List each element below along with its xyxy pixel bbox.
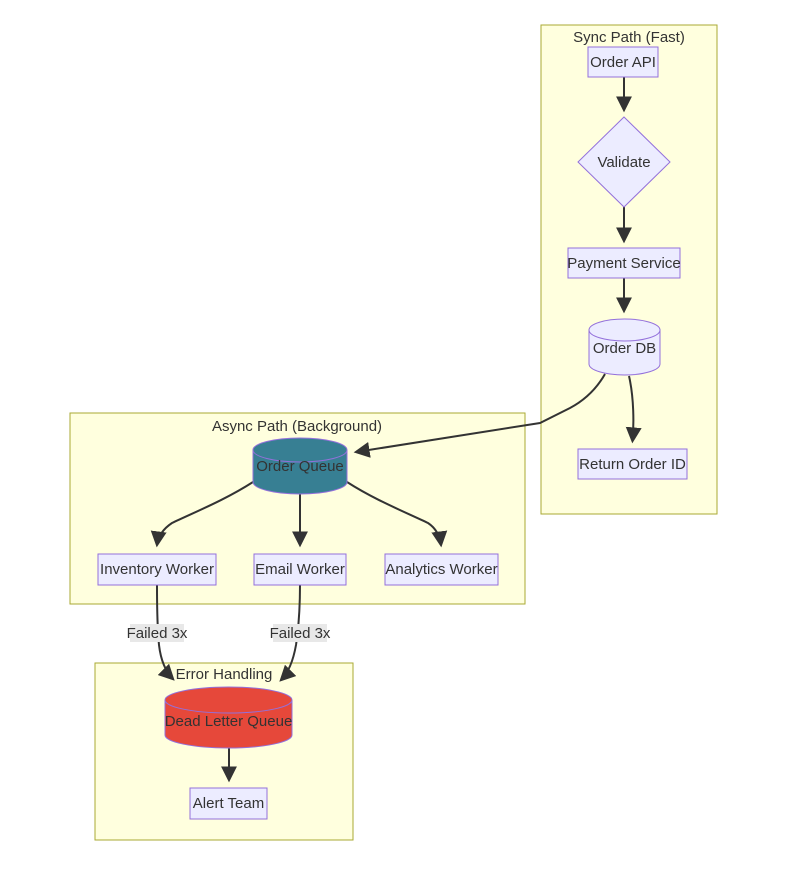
subgraph-async-path-title: Async Path (Background) [212, 418, 382, 435]
node-dead-letter-queue-shape [164, 686, 293, 749]
node-dead-letter-queue: Dead Letter Queue [164, 686, 293, 749]
node-email-worker: Email Worker [253, 553, 347, 586]
subgraph-sync-path-title: Sync Path (Fast) [573, 29, 685, 46]
subgraph-error-handling-title: Error Handling [176, 666, 273, 683]
node-order-db-shape [588, 318, 661, 376]
edge-order-queue-to-analytics-worker [346, 481, 448, 548]
node-order-api-label: Order API [590, 54, 656, 71]
node-dead-letter-queue-rim [164, 699, 293, 714]
node-alert-team-label: Alert Team [193, 795, 264, 812]
node-payment-service-label: Payment Service [567, 255, 680, 272]
node-payment-service: Payment Service [567, 247, 681, 279]
node-inventory-worker-label: Inventory Worker [100, 561, 214, 578]
edge-label-failed-3x-email: Failed 3x [270, 624, 331, 642]
node-validate: Validate [577, 116, 671, 208]
node-order-queue: Order Queue [252, 437, 348, 495]
edge-label-bg [273, 624, 327, 642]
node-alert-team: Alert Team [189, 787, 268, 820]
node-order-api-shape [587, 46, 659, 78]
node-return-order-id-shape [577, 448, 688, 480]
node-email-worker-shape [253, 553, 347, 586]
node-order-db-rim [588, 329, 661, 342]
edge-order-queue-to-inventory-worker [150, 481, 254, 548]
node-order-db-label: Order DB [593, 340, 656, 357]
edge-inventory-worker-to-dead-letter-queue [156, 584, 175, 681]
node-order-queue-rim [252, 449, 348, 463]
edge-order-db-to-order-queue [353, 373, 606, 458]
node-analytics-worker-shape [384, 553, 499, 586]
node-order-queue-label: Order Queue [256, 458, 344, 475]
node-analytics-worker: Analytics Worker [384, 553, 499, 586]
node-return-order-id-label: Return Order ID [579, 456, 686, 473]
node-inventory-worker-shape [97, 553, 217, 586]
node-alert-team-shape [189, 787, 268, 820]
node-order-api: Order API [587, 46, 659, 78]
edge-label-text: Failed 3x [270, 625, 331, 642]
node-order-queue-shape [252, 437, 348, 495]
edge-label-bg [130, 624, 184, 642]
edge-email-worker-to-dead-letter-queue [279, 584, 301, 682]
node-return-order-id: Return Order ID [577, 448, 688, 480]
node-validate-label: Validate [597, 154, 650, 171]
edge-label-failed-3x-inventory: Failed 3x [127, 624, 188, 642]
node-payment-service-shape [567, 247, 681, 279]
node-analytics-worker-label: Analytics Worker [385, 561, 497, 578]
node-inventory-worker: Inventory Worker [97, 553, 217, 586]
edge-order-db-to-return-order-id [625, 375, 642, 444]
node-email-worker-label: Email Worker [255, 561, 345, 578]
node-dead-letter-queue-label: Dead Letter Queue [165, 713, 293, 730]
edge-label-text: Failed 3x [127, 625, 188, 642]
node-validate-shape [577, 116, 671, 208]
node-order-db: Order DB [588, 318, 661, 376]
